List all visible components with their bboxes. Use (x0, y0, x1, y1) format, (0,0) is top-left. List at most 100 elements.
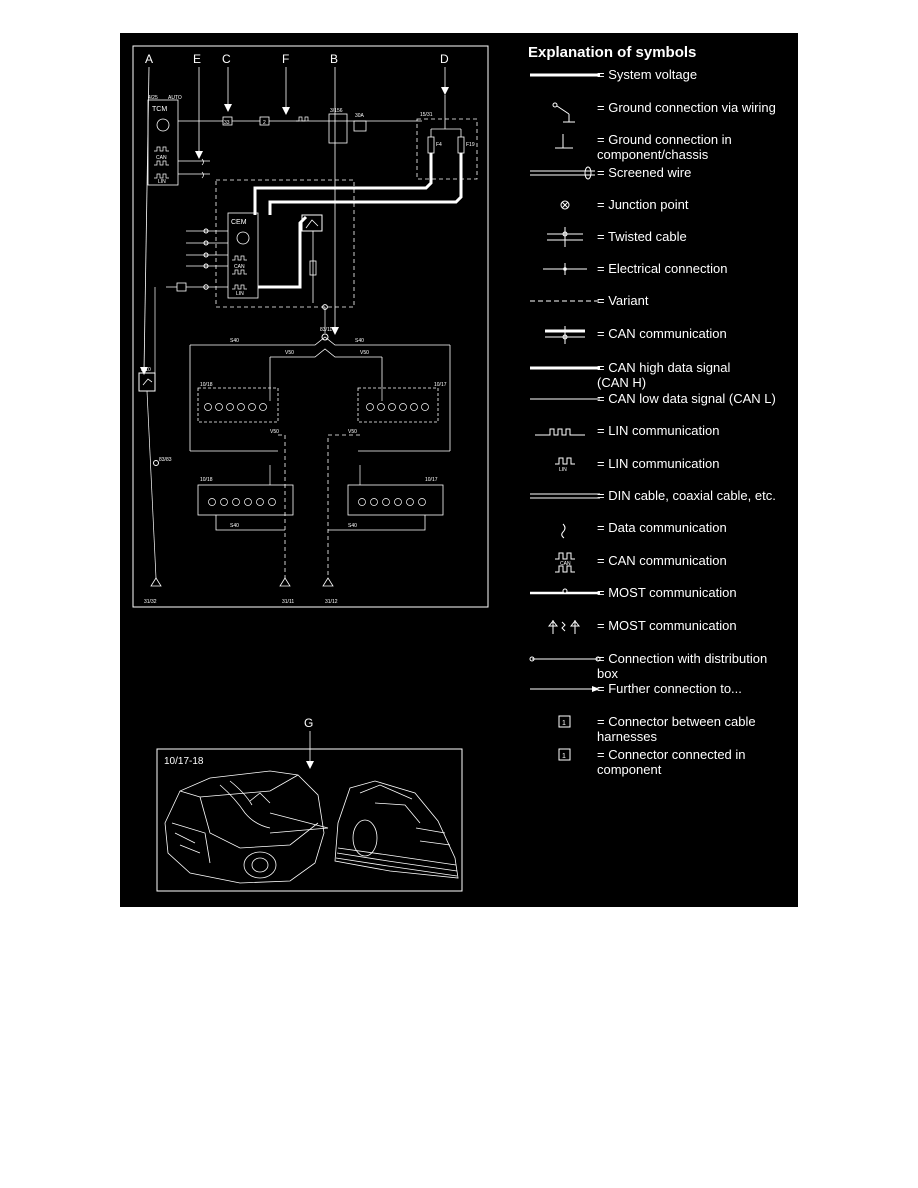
further-connection-icon (530, 686, 600, 692)
most-optical-icon (547, 620, 581, 634)
legend-item-label: = Junction point (597, 197, 689, 212)
legend-item-thick-line: = System voltage (530, 67, 697, 82)
svg-text:S40: S40 (348, 523, 357, 529)
callout-a: A (145, 52, 153, 66)
legend-item-electrical-connection: = Electrical connection (543, 261, 727, 276)
cem-module (227, 212, 259, 299)
data-communication-icon (561, 523, 566, 539)
svg-text:V50: V50 (285, 350, 294, 356)
svg-text:V50: V50 (270, 429, 279, 435)
legend-item-lin-box: LIN = LIN communication (555, 456, 719, 473)
schematic-frame (132, 45, 489, 608)
ground-chassis-icon (555, 134, 573, 149)
most-line-icon (530, 588, 600, 595)
svg-text:S40: S40 (355, 338, 364, 344)
can-box-icon: CAN (555, 552, 575, 573)
legend-item-can-communication-line: = CAN communication (545, 326, 727, 344)
svg-text:10/18: 10/18 (200, 382, 213, 388)
junction-point-icon (560, 200, 570, 210)
svg-text:CEM: CEM (231, 219, 247, 226)
fuse-box (416, 118, 478, 180)
legend-item-label: = Connector connected in (597, 747, 746, 762)
callout-c: C (222, 52, 231, 66)
svg-text:V50: V50 (360, 350, 369, 356)
lamp-unit-10-18-lower (197, 484, 294, 516)
svg-text:1: 1 (562, 753, 566, 760)
connector-harness-icon: 1 (558, 715, 571, 728)
svg-text:83/83: 83/83 (159, 457, 172, 463)
legend-item-din-cable: = DIN cable, coaxial cable, etc. (530, 488, 776, 503)
svg-text:AUTO: AUTO (168, 95, 182, 101)
legend-item-label: = Further connection to... (597, 681, 742, 696)
svg-text:2: 2 (263, 120, 266, 126)
distribution-box-icon (529, 656, 601, 662)
legend: Explanation of symbols = System voltage=… (528, 44, 776, 777)
svg-text:LIN: LIN (158, 179, 166, 185)
location-label: 10/17-18 (164, 756, 204, 767)
svg-text:10/18: 10/18 (200, 477, 213, 483)
callout-f: F (282, 52, 289, 66)
legend-item-label: = Screened wire (597, 165, 691, 180)
legend-item-label: component/chassis (597, 147, 709, 162)
legend-item-can-box: CAN = CAN communication (555, 552, 727, 573)
legend-item-label: = Twisted cable (597, 229, 687, 244)
tcm-module (147, 99, 179, 186)
can-communication-line-icon (545, 326, 585, 344)
svg-text:31/32: 31/32 (144, 599, 157, 605)
svg-text:4/25: 4/25 (148, 95, 158, 101)
legend-item-label: = MOST communication (597, 618, 737, 633)
legend-item-label: = LIN communication (597, 456, 719, 471)
legend-item-screened-wire: = Screened wire (530, 165, 691, 180)
svg-text:1: 1 (562, 720, 566, 727)
schematic: A E C F B D 4/25 AUTO TCM CAN LIN (132, 45, 489, 608)
legend-item-label: = LIN communication (597, 423, 719, 438)
module-3-156 (328, 113, 348, 144)
callout-d: D (440, 52, 449, 66)
legend-item-label: = CAN communication (597, 553, 727, 568)
svg-text:LIN: LIN (559, 467, 567, 473)
legend-item-label: = Electrical connection (597, 261, 727, 276)
car-illustration (164, 770, 329, 884)
legend-item-lin-line: = LIN communication (535, 423, 719, 438)
legend-item-label: = Connection with distribution (597, 651, 767, 666)
lin-line-icon (535, 428, 585, 436)
svg-text:83/11: 83/11 (320, 327, 332, 333)
legend-item-can-high: = CAN high data signal(CAN H) (530, 360, 730, 390)
svg-text:31/12: 31/12 (325, 599, 338, 605)
connector-30a (353, 120, 367, 132)
callout-e: E (193, 52, 201, 66)
svg-text:V50: V50 (348, 429, 357, 435)
location-frame (156, 748, 463, 892)
legend-item-label: = MOST communication (597, 585, 737, 600)
legend-item-can-low: = CAN low data signal (CAN L) (530, 391, 776, 406)
legend-item-label: = DIN cable, coaxial cable, etc. (597, 488, 776, 503)
legend-item-label: = CAN communication (597, 326, 727, 341)
legend-item-variant: = Variant (530, 293, 649, 308)
callout-g: G (304, 716, 313, 730)
svg-text:31/11: 31/11 (282, 599, 294, 605)
fuse-f4 (427, 136, 435, 154)
screened-wire-icon (530, 166, 595, 180)
svg-text:LIN: LIN (236, 291, 244, 297)
svg-text:33: 33 (224, 120, 230, 126)
legend-item-label: harnesses (597, 729, 657, 744)
legend-item-label: = System voltage (597, 67, 697, 82)
twisted-cable-icon (547, 227, 583, 247)
svg-text:3/156: 3/156 (330, 108, 343, 114)
legend-item-most-optical: = MOST communication (547, 618, 737, 634)
svg-text:F19: F19 (466, 142, 475, 148)
svg-text:F4: F4 (436, 142, 442, 148)
legend-item-label: = Data communication (597, 520, 727, 535)
ground-wiring-icon (552, 102, 575, 123)
schematic-panel: A E C F B D 4/25 AUTO TCM CAN LIN (120, 33, 798, 907)
din-cable-icon (530, 493, 600, 499)
legend-item-twisted-cable: = Twisted cable (547, 227, 687, 247)
svg-text:S40: S40 (230, 523, 239, 529)
lamp-unit-10-18-upper (197, 387, 279, 423)
relay-3-10 (138, 372, 156, 392)
legend-item-label: = CAN high data signal (597, 360, 730, 375)
legend-item-most-line: = MOST communication (530, 585, 737, 600)
